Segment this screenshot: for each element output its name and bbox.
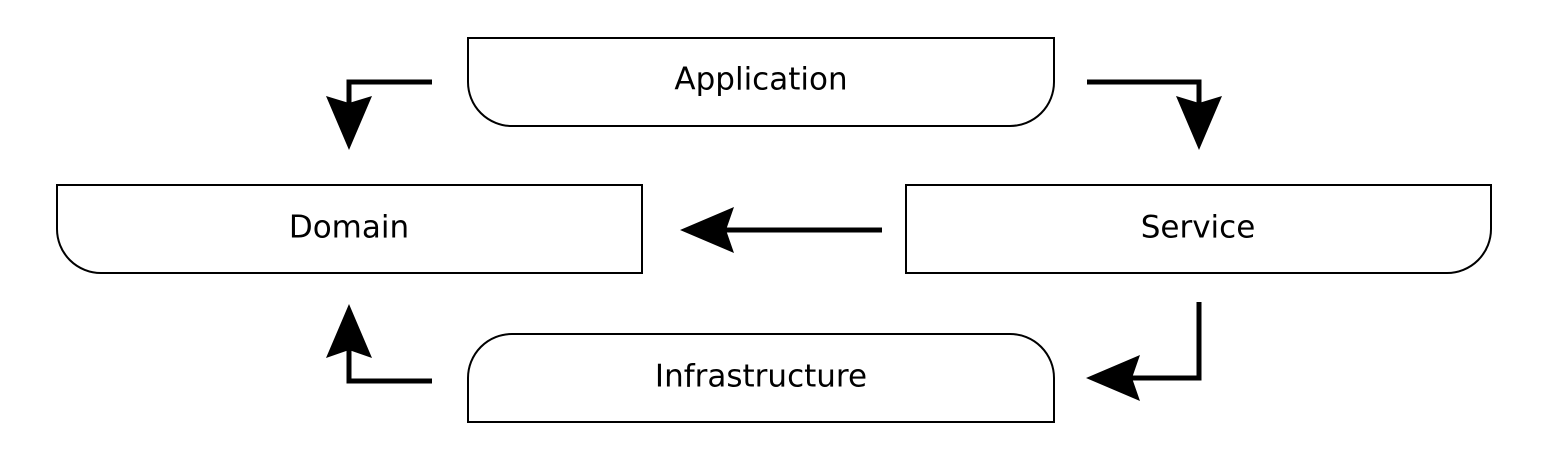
arrow-infrastructure-to-domain [326, 304, 432, 384]
infrastructure-label: Infrastructure [655, 359, 867, 395]
arrow-line [346, 79, 432, 103]
arrow-head-down-icon [1176, 96, 1222, 150]
node-domain: Domain [56, 184, 643, 274]
service-label: Service [1141, 210, 1256, 246]
arrow-service-to-infrastructure [1086, 302, 1202, 401]
arrow-head-up-icon [326, 304, 372, 358]
domain-box [56, 184, 643, 274]
arrow-line [1132, 302, 1202, 381]
service-box [905, 184, 1492, 274]
arrow-service-to-domain [680, 207, 882, 253]
arrow-application-to-domain [326, 79, 432, 150]
node-service: Service [905, 184, 1492, 274]
domain-label: Domain [289, 210, 409, 246]
arrow-head-down-icon [326, 96, 372, 150]
arrow-application-to-service [1087, 79, 1222, 150]
arrow-head-left-icon [1086, 355, 1140, 401]
application-box [467, 37, 1055, 127]
node-infrastructure: Infrastructure [467, 333, 1055, 423]
application-label: Application [674, 62, 847, 98]
arrow-line [346, 350, 432, 384]
infrastructure-box [467, 333, 1055, 423]
arrow-line [1087, 79, 1202, 103]
arrow-head-left-icon [680, 207, 734, 253]
node-application: Application [467, 37, 1055, 127]
